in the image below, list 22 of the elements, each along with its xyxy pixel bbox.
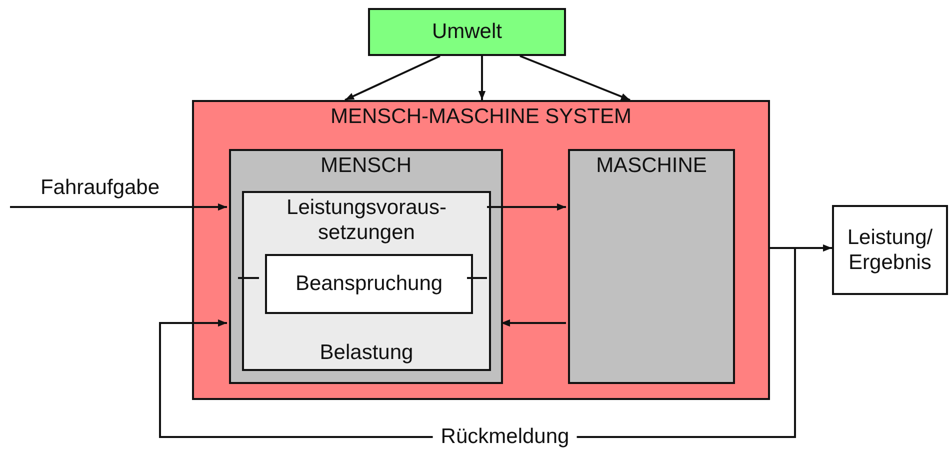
process-box — [265, 254, 473, 314]
process-box — [192, 100, 770, 400]
process-box — [568, 149, 735, 384]
node-label: Leistung/ Ergebnis — [846, 224, 934, 276]
connector-arrow — [344, 55, 440, 101]
connector-arrow — [10, 203, 227, 211]
node-label: Umwelt — [432, 19, 502, 45]
node-label: MENSCH-MASCHINE SYSTEM — [330, 104, 632, 130]
connector-arrow — [520, 55, 630, 101]
process-box — [368, 8, 566, 56]
node-label: MENSCH — [320, 153, 412, 178]
connector-arrow — [487, 203, 566, 211]
node-label: Beanspruchung — [295, 271, 443, 297]
connector-arrow — [478, 56, 486, 100]
connector-arrow — [501, 319, 566, 327]
node-label: MASCHINE — [596, 153, 707, 178]
process-box — [229, 149, 503, 384]
process-box — [832, 205, 948, 295]
edge-label: Rückmeldung — [432, 425, 578, 449]
node-label: Belastung — [320, 340, 414, 365]
process-box — [242, 191, 491, 371]
node-label: Leistungsvoraus- setzungen — [286, 195, 448, 246]
